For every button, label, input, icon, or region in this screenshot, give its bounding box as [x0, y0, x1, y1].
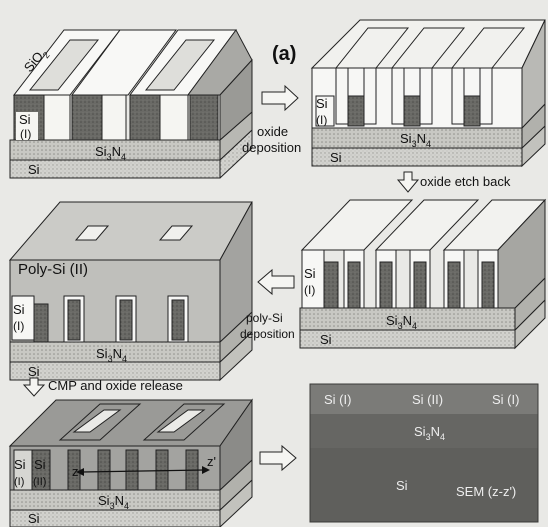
step-poly-si-deposition-1: poly-Si — [246, 311, 283, 325]
label-si-ii-p5-line1: Si — [34, 457, 46, 472]
label-z: z — [72, 464, 79, 479]
label-si-substrate-p3: Si — [28, 364, 40, 379]
label-si-i-p3-line1: Si — [13, 302, 25, 317]
panel-step5: Si (I) Si (II) z z' Si3N4 Si — [10, 400, 252, 527]
step-oxide-deposition-2: deposition — [242, 140, 301, 155]
panel-step3: Poly-Si (II) Si (I) Si3N4 Si — [10, 202, 252, 380]
label-si-i-line2: (I) — [20, 127, 31, 141]
arrow-right-2 — [260, 446, 296, 470]
arrow-down-1 — [398, 172, 418, 192]
label-si-i-p5-line2: (I) — [14, 476, 24, 488]
panel-label: (a) — [272, 43, 296, 65]
label-si-i-p4-line1: Si — [304, 266, 316, 281]
sem-image: Si (I) Si (II) Si (I) Si3N4 Si SEM (z-z'… — [310, 384, 538, 522]
sem-label-si-ii: Si (II) — [412, 392, 443, 407]
label-si-i-p2-line1: Si — [316, 96, 328, 111]
arrow-left-1 — [258, 270, 294, 294]
label-si-i-p5-line1: Si — [14, 457, 26, 472]
panel-step4: Si (I) Si3N4 Si — [300, 200, 545, 348]
label-si-i-p3-line2: (I) — [13, 319, 24, 333]
sem-label-si-i-right: Si (I) — [492, 392, 519, 407]
sem-label-si-i-left: Si (I) — [324, 392, 351, 407]
label-si-i-p2-line2: (I) — [316, 113, 327, 127]
step-cmp-oxide-release: CMP and oxide release — [48, 378, 183, 393]
panel-step2: Si (I) Si3N4 Si — [312, 20, 545, 166]
label-si-i-p4-line2: (I) — [304, 283, 315, 297]
label-poly-si-ii: Poly-Si (II) — [18, 261, 88, 278]
label-si-ii-p5-line2: (II) — [33, 476, 46, 488]
step-poly-si-deposition-2: deposition — [240, 327, 295, 341]
arrow-right-1 — [262, 86, 298, 110]
label-si-substrate-p5: Si — [28, 511, 40, 526]
sem-label-si: Si — [396, 478, 408, 493]
label-si-substrate: Si — [28, 162, 40, 177]
panel-step1: SiO2 Si (I) Si3N4 Si — [10, 30, 252, 178]
label-si-substrate-p2: Si — [330, 150, 342, 165]
label-si-substrate-p4: Si — [320, 332, 332, 347]
arrow-down-2 — [24, 378, 44, 396]
label-z-prime: z' — [207, 454, 216, 469]
step-oxide-etch-back: oxide etch back — [420, 174, 511, 189]
sem-caption: SEM (z-z') — [456, 484, 516, 499]
step-oxide-deposition-1: oxide — [257, 124, 288, 139]
label-si-i-line1: Si — [19, 112, 31, 127]
